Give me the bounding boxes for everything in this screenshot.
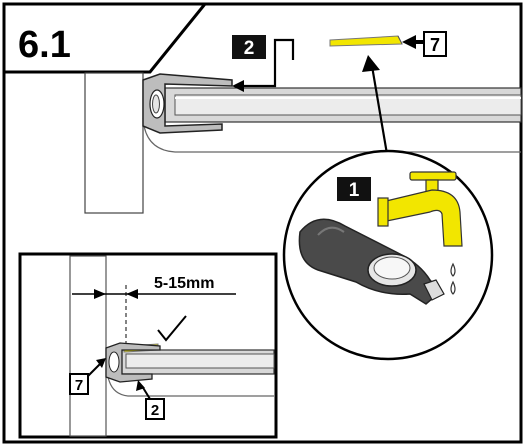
- callout-7: 7: [423, 31, 447, 57]
- dimension-arrow-right: [126, 289, 138, 299]
- yellow-seal-strip: [329, 35, 403, 47]
- inset-rail-inner: [125, 353, 275, 369]
- inset-wall: [69, 255, 107, 437]
- inset-callout-7: [69, 373, 89, 395]
- arrow-to-7: [402, 35, 424, 49]
- inset-arrow-2-head: [136, 380, 145, 391]
- faucet-icon: [377, 171, 463, 247]
- arrow-to-seal: [240, 38, 295, 88]
- wall-panel: [84, 72, 144, 214]
- inset-arrow-7-head: [96, 358, 106, 368]
- water-drop-icon: [450, 280, 456, 295]
- inset-callout-2: [145, 398, 165, 420]
- rail-main: [164, 87, 522, 123]
- gap-measure: 5-15mm: [154, 275, 214, 292]
- callout-2: 2: [232, 35, 266, 59]
- water-drop-icon: [450, 262, 456, 277]
- step-title: 6.1: [18, 24, 71, 66]
- callout-1-label: 1: [349, 180, 360, 201]
- arrow-wet-strip: [370, 65, 390, 161]
- arrow-head-wet: [362, 55, 380, 72]
- inset-detail-box: 5-15mm 7 2: [18, 252, 278, 439]
- inset-end-cap: [105, 342, 161, 383]
- callout-2-label: 2: [244, 38, 255, 59]
- step-title-tab: 6.1: [2, 2, 209, 74]
- dimension-arrow-left: [94, 289, 106, 299]
- end-cap: [142, 73, 233, 134]
- inset-cap-hole: [108, 351, 120, 373]
- sponge-icon: [298, 218, 445, 305]
- inset-callout-2-label: 2: [151, 402, 159, 419]
- callout-7-label: 7: [430, 35, 440, 55]
- callout-1: [337, 177, 371, 201]
- arrow-head-seal: [232, 80, 244, 92]
- wet-detail-circle: 1: [282, 149, 494, 361]
- check-icon: [157, 315, 187, 342]
- inset-callout-7-label: 7: [75, 377, 83, 394]
